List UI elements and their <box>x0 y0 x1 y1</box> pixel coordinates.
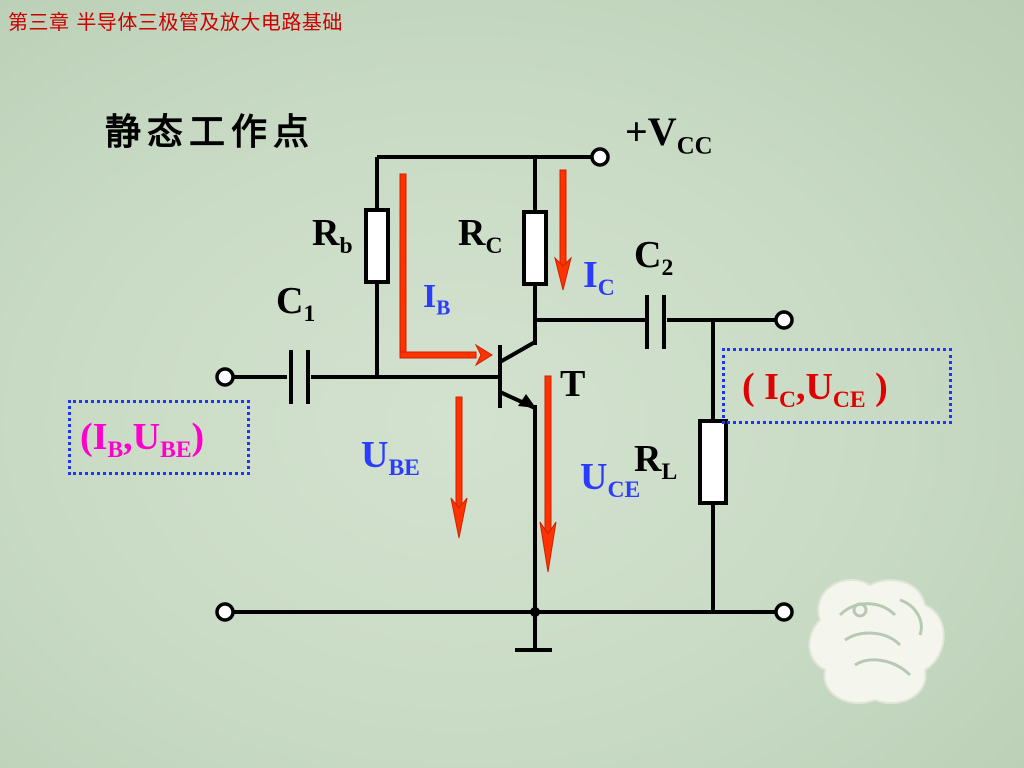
chapter-header: 第三章 半导体三极管及放大电路基础 <box>8 10 343 34</box>
input-quantity-label: (IB,UBE) <box>80 418 204 463</box>
input-sep: , <box>123 416 133 458</box>
output-open-paren: ( <box>742 366 765 408</box>
rc-label-sub: C <box>485 233 503 260</box>
ground-right-terminal <box>774 602 794 622</box>
transistor-label: T <box>560 363 586 405</box>
output-quantity-box <box>722 348 952 424</box>
ic-label-sub: C <box>597 275 615 302</box>
rl-label: RL <box>634 440 677 485</box>
rl-label-sub: L <box>661 459 678 486</box>
uce-label: UCE <box>580 458 640 503</box>
junction-dot <box>530 607 540 617</box>
emitter-arrowhead <box>518 394 536 408</box>
ic-arrowhead <box>554 256 572 291</box>
ib-arrowhead <box>474 343 493 367</box>
rb-label-sub: b <box>339 233 353 260</box>
output-u-sub: CE <box>832 387 866 414</box>
c2-label-sub: 2 <box>661 255 674 282</box>
ground-left-terminal <box>215 602 235 622</box>
rc-resistor <box>522 210 548 286</box>
ube-arrowhead <box>450 497 468 539</box>
output-sep: , <box>795 366 806 408</box>
transistor-collector <box>499 340 536 364</box>
ube-label-main: U <box>361 434 389 476</box>
uce-label-sub: CE <box>607 477 641 504</box>
ic-label-main: I <box>583 254 598 296</box>
rb-label: Rb <box>312 214 353 259</box>
rl-resistor <box>698 419 728 505</box>
ube-label: UBE <box>361 436 420 481</box>
c2-label-main: C <box>634 234 662 276</box>
ic-label: IC <box>583 256 615 301</box>
vcc-label-sub: CC <box>676 132 713 160</box>
rl-label-main: R <box>634 438 662 480</box>
ube-arrow-shaft <box>455 396 463 510</box>
vcc-terminal <box>590 147 610 167</box>
input-i-sub: B <box>107 437 124 464</box>
input-terminal <box>215 367 235 387</box>
vcc-label: +VCC <box>625 112 713 159</box>
output-terminal <box>774 310 794 330</box>
input-i: I <box>92 416 108 458</box>
input-close-paren: ) <box>191 416 205 458</box>
uce-label-main: U <box>580 456 608 498</box>
uce-arrowhead <box>539 521 557 573</box>
rc-label: RC <box>458 214 502 259</box>
uce-arrow-shaft <box>544 375 552 533</box>
input-u-sub: BE <box>160 437 192 464</box>
c1-label-main: C <box>276 280 304 322</box>
output-i-sub: C <box>778 387 796 414</box>
input-u: U <box>132 416 161 458</box>
rb-resistor <box>364 208 390 284</box>
output-i: I <box>764 366 779 408</box>
ib-label: IB <box>423 280 450 318</box>
ib-label-main: I <box>423 278 437 315</box>
rb-label-main: R <box>312 212 340 254</box>
slide-title: 静态工作点 <box>105 111 316 153</box>
c1-label-sub: 1 <box>303 301 316 328</box>
output-u: U <box>805 366 833 408</box>
ib-arrow-vertical <box>399 173 407 359</box>
input-open-paren: ( <box>80 416 93 458</box>
output-quantity-label: ( IC,UCE ) <box>742 368 888 413</box>
output-close-paren: ) <box>865 366 888 408</box>
ib-arrow-horizontal <box>399 351 477 359</box>
input-quantity-box <box>68 400 250 475</box>
c2-label: C2 <box>634 236 673 281</box>
mascot-logo <box>808 579 945 705</box>
ic-arrow-shaft <box>559 169 567 269</box>
rc-label-main: R <box>458 212 486 254</box>
vcc-label-main: +V <box>625 109 677 154</box>
ube-label-sub: BE <box>388 455 420 482</box>
ib-label-sub: B <box>436 295 451 320</box>
c1-label: C1 <box>276 282 315 327</box>
